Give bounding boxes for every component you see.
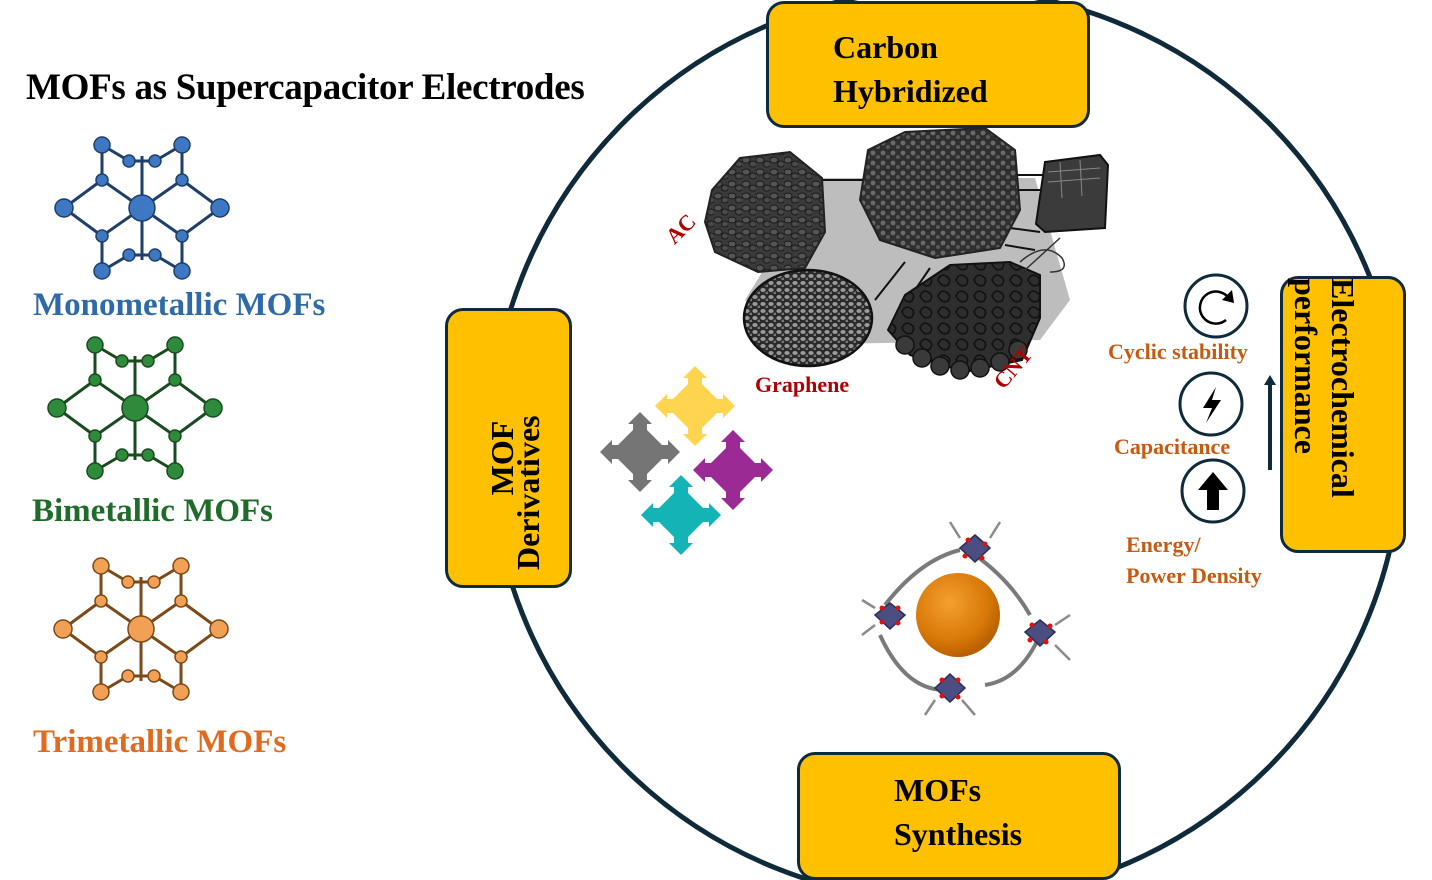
mof-atom — [93, 262, 111, 280]
cycle-arrow-icon — [1198, 290, 1232, 325]
mof-atom — [168, 373, 182, 387]
terminal-groups — [861, 521, 1071, 716]
mof-atom — [92, 683, 110, 701]
carbon-hybridized-box: Carbon Hybridized — [766, 1, 1090, 128]
mof-atom — [209, 619, 229, 639]
mof-atom — [173, 262, 191, 280]
energy-density-label-line2: Power Density — [1126, 563, 1262, 588]
mof-atom — [115, 448, 129, 462]
mof-atom — [168, 429, 182, 443]
mof-atom — [173, 136, 191, 154]
mof-atom — [54, 198, 74, 218]
derivative-piece — [693, 430, 773, 510]
mof-atom — [175, 173, 189, 187]
graphene-label: Graphene — [755, 372, 850, 397]
mof-atom — [148, 248, 162, 262]
page-title: MOFs as Supercapacitor Electrodes — [26, 67, 585, 108]
mof-atom — [210, 198, 230, 218]
pore-sphere — [916, 573, 1000, 657]
carbon-hybridized-line1: Carbon — [833, 29, 938, 65]
activated-carbon-block — [703, 150, 827, 274]
mof-atom — [128, 194, 156, 222]
mof-atom — [94, 594, 108, 608]
improvement-arrow — [1264, 375, 1276, 470]
monometallic-mof-structure-icon — [54, 136, 230, 280]
mof-atom — [122, 248, 136, 262]
energy-density-icon — [1180, 458, 1246, 524]
mof-atom — [47, 398, 67, 418]
lightning-bolt-icon — [1203, 387, 1221, 423]
mof-atom — [203, 398, 223, 418]
mof-atom — [121, 394, 149, 422]
mof-atom — [86, 336, 104, 354]
mof-atom — [95, 229, 109, 243]
porous-carbon-block — [858, 126, 1022, 260]
carbon-fiber-block — [1034, 153, 1110, 234]
mof-atom — [115, 354, 129, 368]
capacitance-label: Capacitance — [1114, 434, 1231, 459]
capacitance-icon — [1178, 371, 1244, 437]
mof-atom — [121, 575, 135, 589]
mof-atom — [141, 354, 155, 368]
monometallic-mofs-label: Monometallic MOFs — [33, 287, 326, 323]
mof-derivatives-box: MOF Derivatives — [445, 308, 572, 588]
bimetallic-mofs-label: Bimetallic MOFs — [32, 493, 274, 529]
mof-atom — [88, 373, 102, 387]
up-arrow-icon — [1198, 472, 1228, 510]
mof-atom — [166, 336, 184, 354]
mof-atom — [147, 669, 161, 683]
mofs-synthesis-box: MOFs Synthesis — [797, 752, 1121, 880]
mofs-synthesis-line2: Synthesis — [894, 816, 1023, 852]
cnt-ends — [895, 335, 1028, 380]
mof-atom — [172, 557, 190, 575]
mof-atom — [166, 462, 184, 480]
mof-atom — [122, 154, 136, 168]
carbon-hybridized-line2: Hybridized — [833, 73, 988, 109]
mof-atom — [95, 173, 109, 187]
mof-atom — [141, 448, 155, 462]
mof-atom — [94, 650, 108, 664]
mof-atom — [174, 594, 188, 608]
mof-atom — [121, 669, 135, 683]
trimetallic-mof-structure-icon — [53, 557, 229, 701]
mof-atom — [175, 229, 189, 243]
graphene-disk — [742, 268, 874, 368]
mof-atom — [88, 429, 102, 443]
mof-atom — [92, 557, 110, 575]
mofs-synthesis-line1: MOFs — [894, 772, 982, 808]
mof-atom — [93, 136, 111, 154]
cyclic-stability-label: Cyclic stability — [1108, 339, 1248, 364]
derivative-piece — [655, 366, 735, 446]
derivative-piece — [641, 475, 721, 555]
cnt-tubes — [1019, 237, 1065, 273]
electrochemical-performance-box: Electrochemical performance — [1280, 276, 1406, 553]
mof-atom — [174, 650, 188, 664]
cyclic-stability-icon — [1183, 273, 1249, 339]
carbon-fiber-texture — [1047, 159, 1101, 199]
mof-atom — [127, 615, 155, 643]
mof-atom — [86, 462, 104, 480]
energy-density-label-line1: Energy/ — [1126, 532, 1201, 557]
mof-atom — [53, 619, 73, 639]
mof-atom — [172, 683, 190, 701]
trimetallic-mofs-label: Trimetallic MOFs — [33, 724, 287, 760]
mof-atom — [148, 154, 162, 168]
bimetallic-mof-structure-icon — [47, 336, 223, 480]
mof-atom — [147, 575, 161, 589]
derivative-piece — [600, 412, 680, 492]
oxygen-atoms — [879, 537, 1053, 700]
